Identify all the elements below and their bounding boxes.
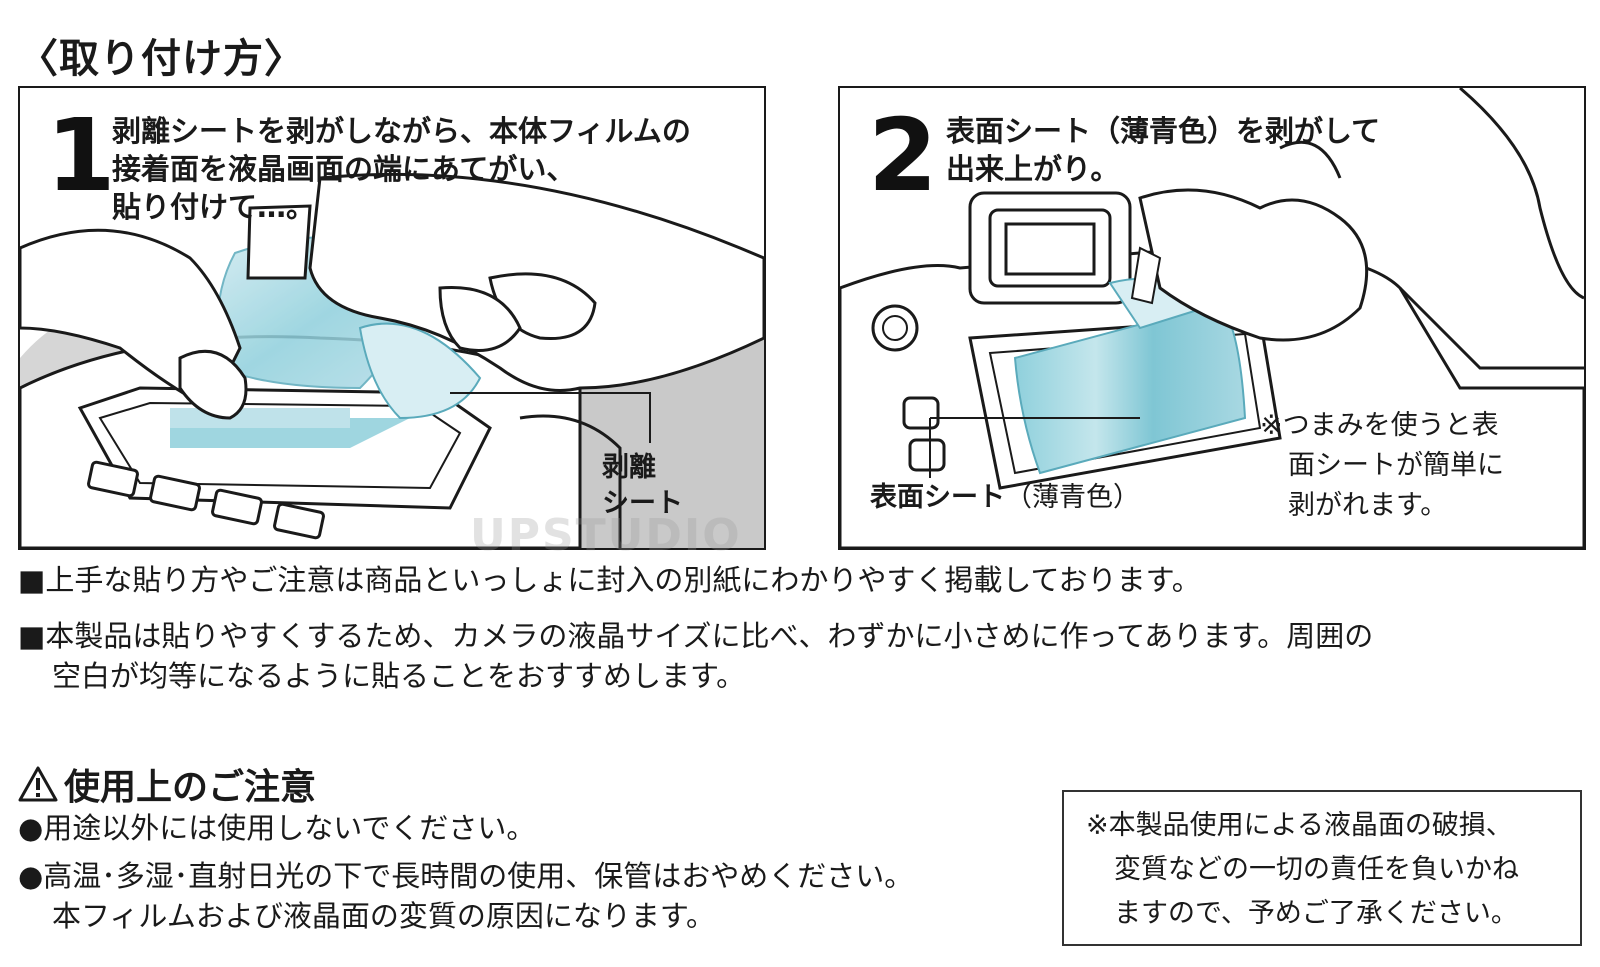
note-item: ■本製品は貼りやすくするため、カメラの液晶サイズに比べ、わずかに小さめに作ってあ… <box>18 616 1373 696</box>
bullet-line: 本フィルムおよび液晶面の変質の原因になります。 <box>52 899 715 933</box>
step1-number: 1 <box>46 97 116 214</box>
step1-illustration <box>20 172 764 548</box>
caution-title: 使用上のご注意 <box>64 767 317 808</box>
bullet-line: ●高温･多湿･直射日光の下で長時間の使用、保管はおやめください。 <box>18 859 914 893</box>
caution-bullet: ●用途以外には使用しないでください。 <box>18 808 535 848</box>
tip-line: 剥がれます。 <box>1288 490 1448 521</box>
caution-heading: 使用上のご注意 <box>18 758 316 810</box>
note-item: ■上手な貼り方やご注意は商品といっしょに封入の別紙にわかりやすく掲載しております… <box>18 560 1201 600</box>
step2-illustration <box>840 88 1584 548</box>
disclaimer-line: 変質などの一切の責任を負いかね <box>1114 854 1519 885</box>
step2-line: 表面シート（薄青色）を剥がして <box>946 114 1381 148</box>
callout-main: 表面シート <box>870 482 1005 513</box>
caution-bullet: ●高温･多湿･直射日光の下で長時間の使用、保管はおやめください。 本フィルムおよ… <box>18 856 913 936</box>
step1-line: 剥離シートを剥がしながら、本体フィルムの <box>112 114 691 148</box>
disclaimer-line: ますので、予めご了承ください。 <box>1114 898 1518 929</box>
note-line: ■本製品は貼りやすくするため、カメラの液晶サイズに比べ、わずかに小さめに作ってあ… <box>18 619 1374 653</box>
warning-triangle-icon <box>18 766 58 802</box>
step2-line: 出来上がり。 <box>946 152 1120 186</box>
note-line: 空白が均等になるように貼ることをおすすめします。 <box>52 659 746 693</box>
step1-instruction: 剥離シートを剥がしながら、本体フィルムの 接着面を液晶画面の端にあてがい、 貼り… <box>112 112 691 226</box>
step1-panel: 1 剥離シートを剥がしながら、本体フィルムの 接着面を液晶画面の端にあてがい、 … <box>18 86 766 550</box>
surface-sheet-callout: 表面シート（薄青色） <box>870 480 1140 516</box>
section-heading: 〈取り付け方〉 <box>18 36 305 82</box>
step2-instruction: 表面シート（薄青色）を剥がして 出来上がり。 <box>946 112 1380 188</box>
step1-line: 接着面を液晶画面の端にあてがい、 <box>112 152 576 186</box>
note-line: ■上手な貼り方やご注意は商品といっしょに封入の別紙にわかりやすく掲載しております… <box>18 563 1201 597</box>
tip-line: 面シートが簡単に <box>1288 450 1504 481</box>
callout-paren: （薄青色） <box>1005 482 1140 513</box>
disclaimer-box: ※本製品使用による液晶面の破損、 変質などの一切の責任を負いかね ますので、予め… <box>1062 790 1582 946</box>
callout-line: シート <box>602 488 683 519</box>
bullet-line: ●用途以外には使用しないでください。 <box>18 811 536 845</box>
watermark: UPSTUDIO <box>470 510 742 561</box>
callout-line: 剥離 <box>602 452 656 483</box>
step2-panel: 2 表面シート（薄青色）を剥がして 出来上がり。 表面シート（薄青色） ※つまみ… <box>838 86 1586 550</box>
step1-line: 貼り付けて…。 <box>112 190 316 224</box>
tab-tip-note: ※つまみを使うと表 面シートが簡単に 剥がれます。 <box>1260 406 1504 526</box>
release-sheet-callout: 剥離 シート <box>602 450 683 522</box>
tip-line: ※つまみを使うと表 <box>1260 410 1499 441</box>
step2-number: 2 <box>868 97 938 214</box>
disclaimer-line: ※本製品使用による液晶面の破損、 <box>1086 810 1513 841</box>
